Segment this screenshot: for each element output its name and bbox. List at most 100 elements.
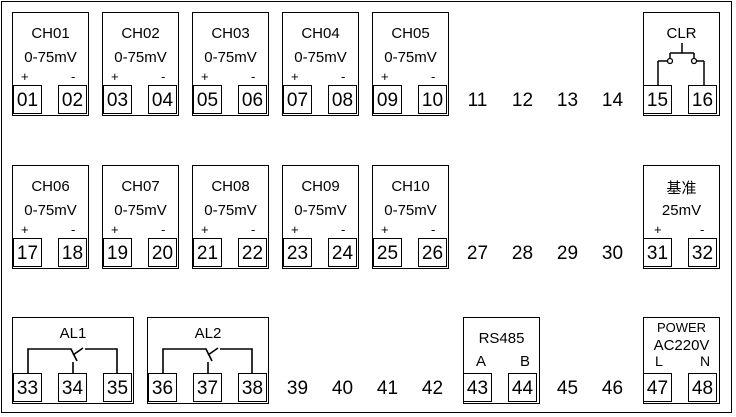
push-button-icon	[657, 43, 705, 87]
plus-label: +	[111, 69, 119, 84]
terminal-08: 08	[328, 85, 357, 114]
terminal-37: 37	[193, 373, 222, 402]
minus-label: -	[71, 69, 76, 84]
channel-name: CH08	[211, 178, 250, 195]
clr-label: CLR	[666, 25, 697, 42]
terminal-32: 32	[688, 238, 717, 267]
minus-label: -	[700, 222, 705, 237]
terminal-15: 15	[643, 85, 672, 114]
terminal-43: 43	[463, 373, 492, 402]
terminal-44: 44	[508, 373, 537, 402]
terminal-28: 28	[508, 238, 537, 267]
rs485-b-label: B	[520, 353, 531, 370]
minus-label: -	[341, 222, 346, 237]
terminal-24: 24	[328, 238, 357, 267]
minus-label: -	[71, 222, 76, 237]
terminal-47: 47	[643, 373, 672, 402]
terminal-01: 01	[13, 85, 42, 114]
plus-label: +	[201, 222, 209, 237]
minus-label: -	[431, 69, 436, 84]
terminal-33: 33	[13, 373, 42, 402]
plus-label: +	[381, 69, 389, 84]
terminal-35: 35	[103, 373, 132, 402]
channel-name: CH06	[31, 178, 70, 195]
terminal-14: 14	[598, 85, 627, 114]
terminal-48: 48	[688, 373, 717, 402]
terminal-23: 23	[283, 238, 312, 267]
terminal-45: 45	[553, 373, 582, 402]
terminal-41: 41	[373, 373, 402, 402]
terminal-02: 02	[58, 85, 87, 114]
power-label: POWER	[656, 320, 707, 335]
channel-range: 0-75mV	[114, 202, 167, 219]
terminal-46: 46	[598, 373, 627, 402]
terminal-21: 21	[193, 238, 222, 267]
channel-range: 0-75mV	[114, 49, 167, 66]
terminal-38: 38	[238, 373, 267, 402]
power-n-label: N	[700, 353, 711, 369]
channel-name: CH02	[121, 25, 160, 42]
plus-label: +	[111, 222, 119, 237]
terminal-30: 30	[598, 238, 627, 267]
terminal-34: 34	[58, 373, 87, 402]
terminal-25: 25	[373, 238, 402, 267]
terminal-36: 36	[148, 373, 177, 402]
terminal-19: 19	[103, 238, 132, 267]
terminal-10: 10	[418, 85, 447, 114]
channel-range: 0-75mV	[204, 202, 257, 219]
channel-name: CH10	[391, 178, 430, 195]
terminal-29: 29	[553, 238, 582, 267]
plus-label: +	[654, 222, 662, 237]
terminal-12: 12	[508, 85, 537, 114]
power-l-label: L	[655, 353, 663, 369]
terminal-04: 04	[148, 85, 177, 114]
channel-range: 0-75mV	[384, 49, 437, 66]
reference-value: 25mV	[661, 202, 702, 219]
plus-label: +	[291, 69, 299, 84]
alarm-label: AL1	[59, 325, 87, 342]
channel-range: 0-75mV	[24, 202, 77, 219]
channel-name: CH01	[31, 25, 70, 42]
minus-label: -	[251, 222, 256, 237]
terminal-39: 39	[283, 373, 312, 402]
minus-label: -	[161, 69, 166, 84]
terminal-11: 11	[463, 85, 492, 114]
rs485-a-label: A	[476, 353, 487, 370]
terminal-17: 17	[13, 238, 42, 267]
reference-label: 基准	[666, 180, 697, 197]
channel-range: 0-75mV	[204, 49, 257, 66]
plus-label: +	[291, 222, 299, 237]
channel-range: 0-75mV	[294, 202, 347, 219]
minus-label: -	[431, 222, 436, 237]
channel-range: 0-75mV	[24, 49, 77, 66]
channel-name: CH07	[121, 178, 160, 195]
terminal-03: 03	[103, 85, 132, 114]
terminal-05: 05	[193, 85, 222, 114]
terminal-27: 27	[463, 238, 492, 267]
power-voltage: AC220V	[653, 337, 710, 354]
plus-label: +	[21, 69, 29, 84]
rs485-label: RS485	[478, 330, 525, 347]
plus-label: +	[21, 222, 29, 237]
minus-label: -	[341, 69, 346, 84]
terminal-26: 26	[418, 238, 447, 267]
terminal-09: 09	[373, 85, 402, 114]
terminal-40: 40	[328, 373, 357, 402]
terminal-42: 42	[418, 373, 447, 402]
plus-label: +	[381, 222, 389, 237]
channel-name: CH05	[391, 25, 430, 42]
channel-name: CH03	[211, 25, 250, 42]
alarm-label: AL2	[194, 325, 222, 342]
terminal-16: 16	[688, 85, 717, 114]
plus-label: +	[201, 69, 209, 84]
channel-range: 0-75mV	[294, 49, 347, 66]
terminal-31: 31	[643, 238, 672, 267]
terminal-20: 20	[148, 238, 177, 267]
channel-name: CH04	[301, 25, 340, 42]
channel-range: 0-75mV	[384, 202, 437, 219]
terminal-06: 06	[238, 85, 267, 114]
terminal-07: 07	[283, 85, 312, 114]
minus-label: -	[251, 69, 256, 84]
